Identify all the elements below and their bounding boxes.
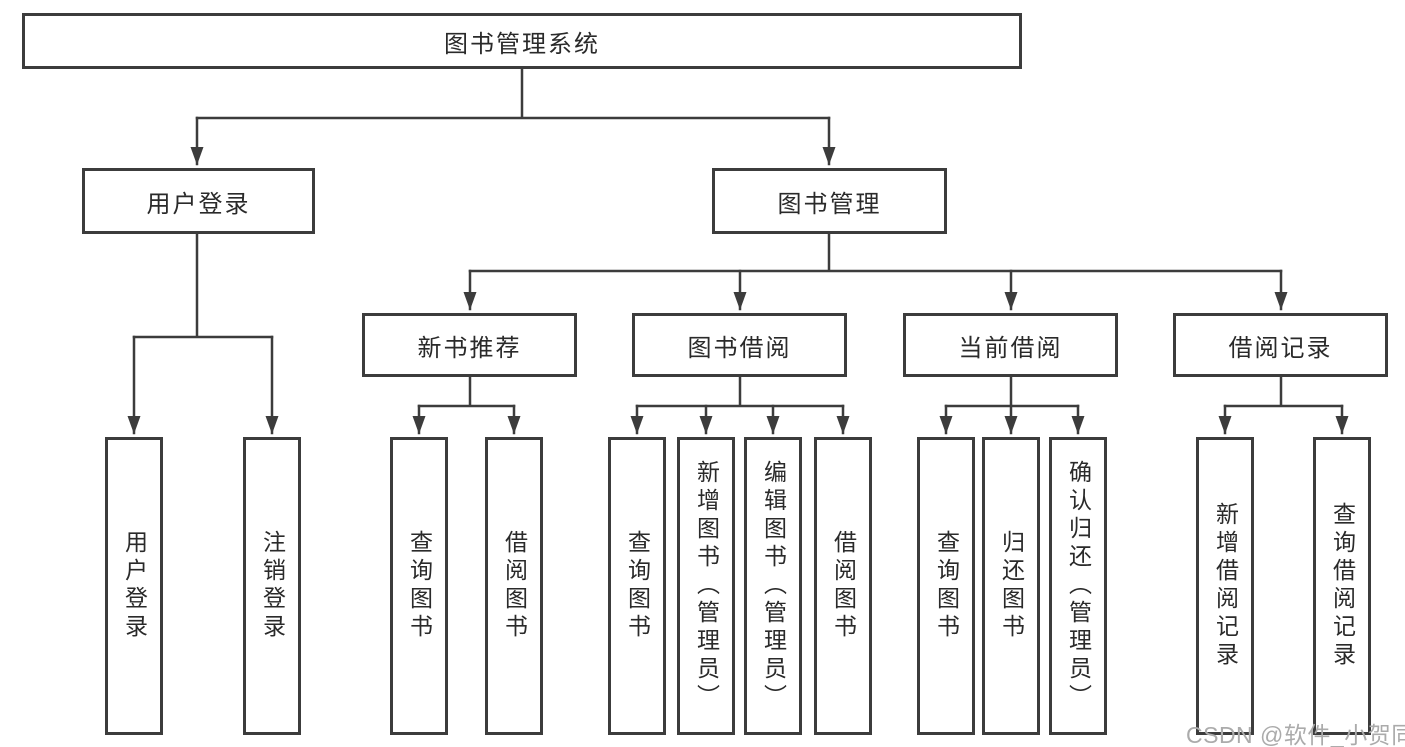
node-book-management: 图书管理 (712, 168, 947, 234)
node-current-borrowing: 当前借阅 (903, 313, 1118, 377)
leaf-query-borrow-record: 查询借阅记录 (1313, 437, 1371, 735)
leaf-query-books-recommend: 查询图书 (390, 437, 448, 735)
node-library-management-system: 图书管理系统 (22, 13, 1022, 69)
node-borrowing-records: 借阅记录 (1173, 313, 1388, 377)
leaf-edit-book-admin: 编辑图书（管理员） (744, 437, 802, 735)
leaf-logout: 注销登录 (243, 437, 301, 735)
leaf-confirm-return-admin: 确认归还（管理员） (1049, 437, 1107, 735)
leaf-user-login: 用户登录 (105, 437, 163, 735)
csdn-watermark: CSDN @软件_小贺同学 (1186, 722, 1405, 747)
leaf-borrow-books-borrowing: 借阅图书 (814, 437, 872, 735)
leaf-add-book-admin: 新增图书（管理员） (677, 437, 735, 735)
node-new-book-recommend: 新书推荐 (362, 313, 577, 377)
leaf-query-books-borrowing: 查询图书 (608, 437, 666, 735)
leaf-return-books: 归还图书 (982, 437, 1040, 735)
node-book-borrowing: 图书借阅 (632, 313, 847, 377)
leaf-query-books-current: 查询图书 (917, 437, 975, 735)
node-user-login: 用户登录 (82, 168, 315, 234)
leaf-borrow-books-recommend: 借阅图书 (485, 437, 543, 735)
leaf-add-borrow-record: 新增借阅记录 (1196, 437, 1254, 735)
